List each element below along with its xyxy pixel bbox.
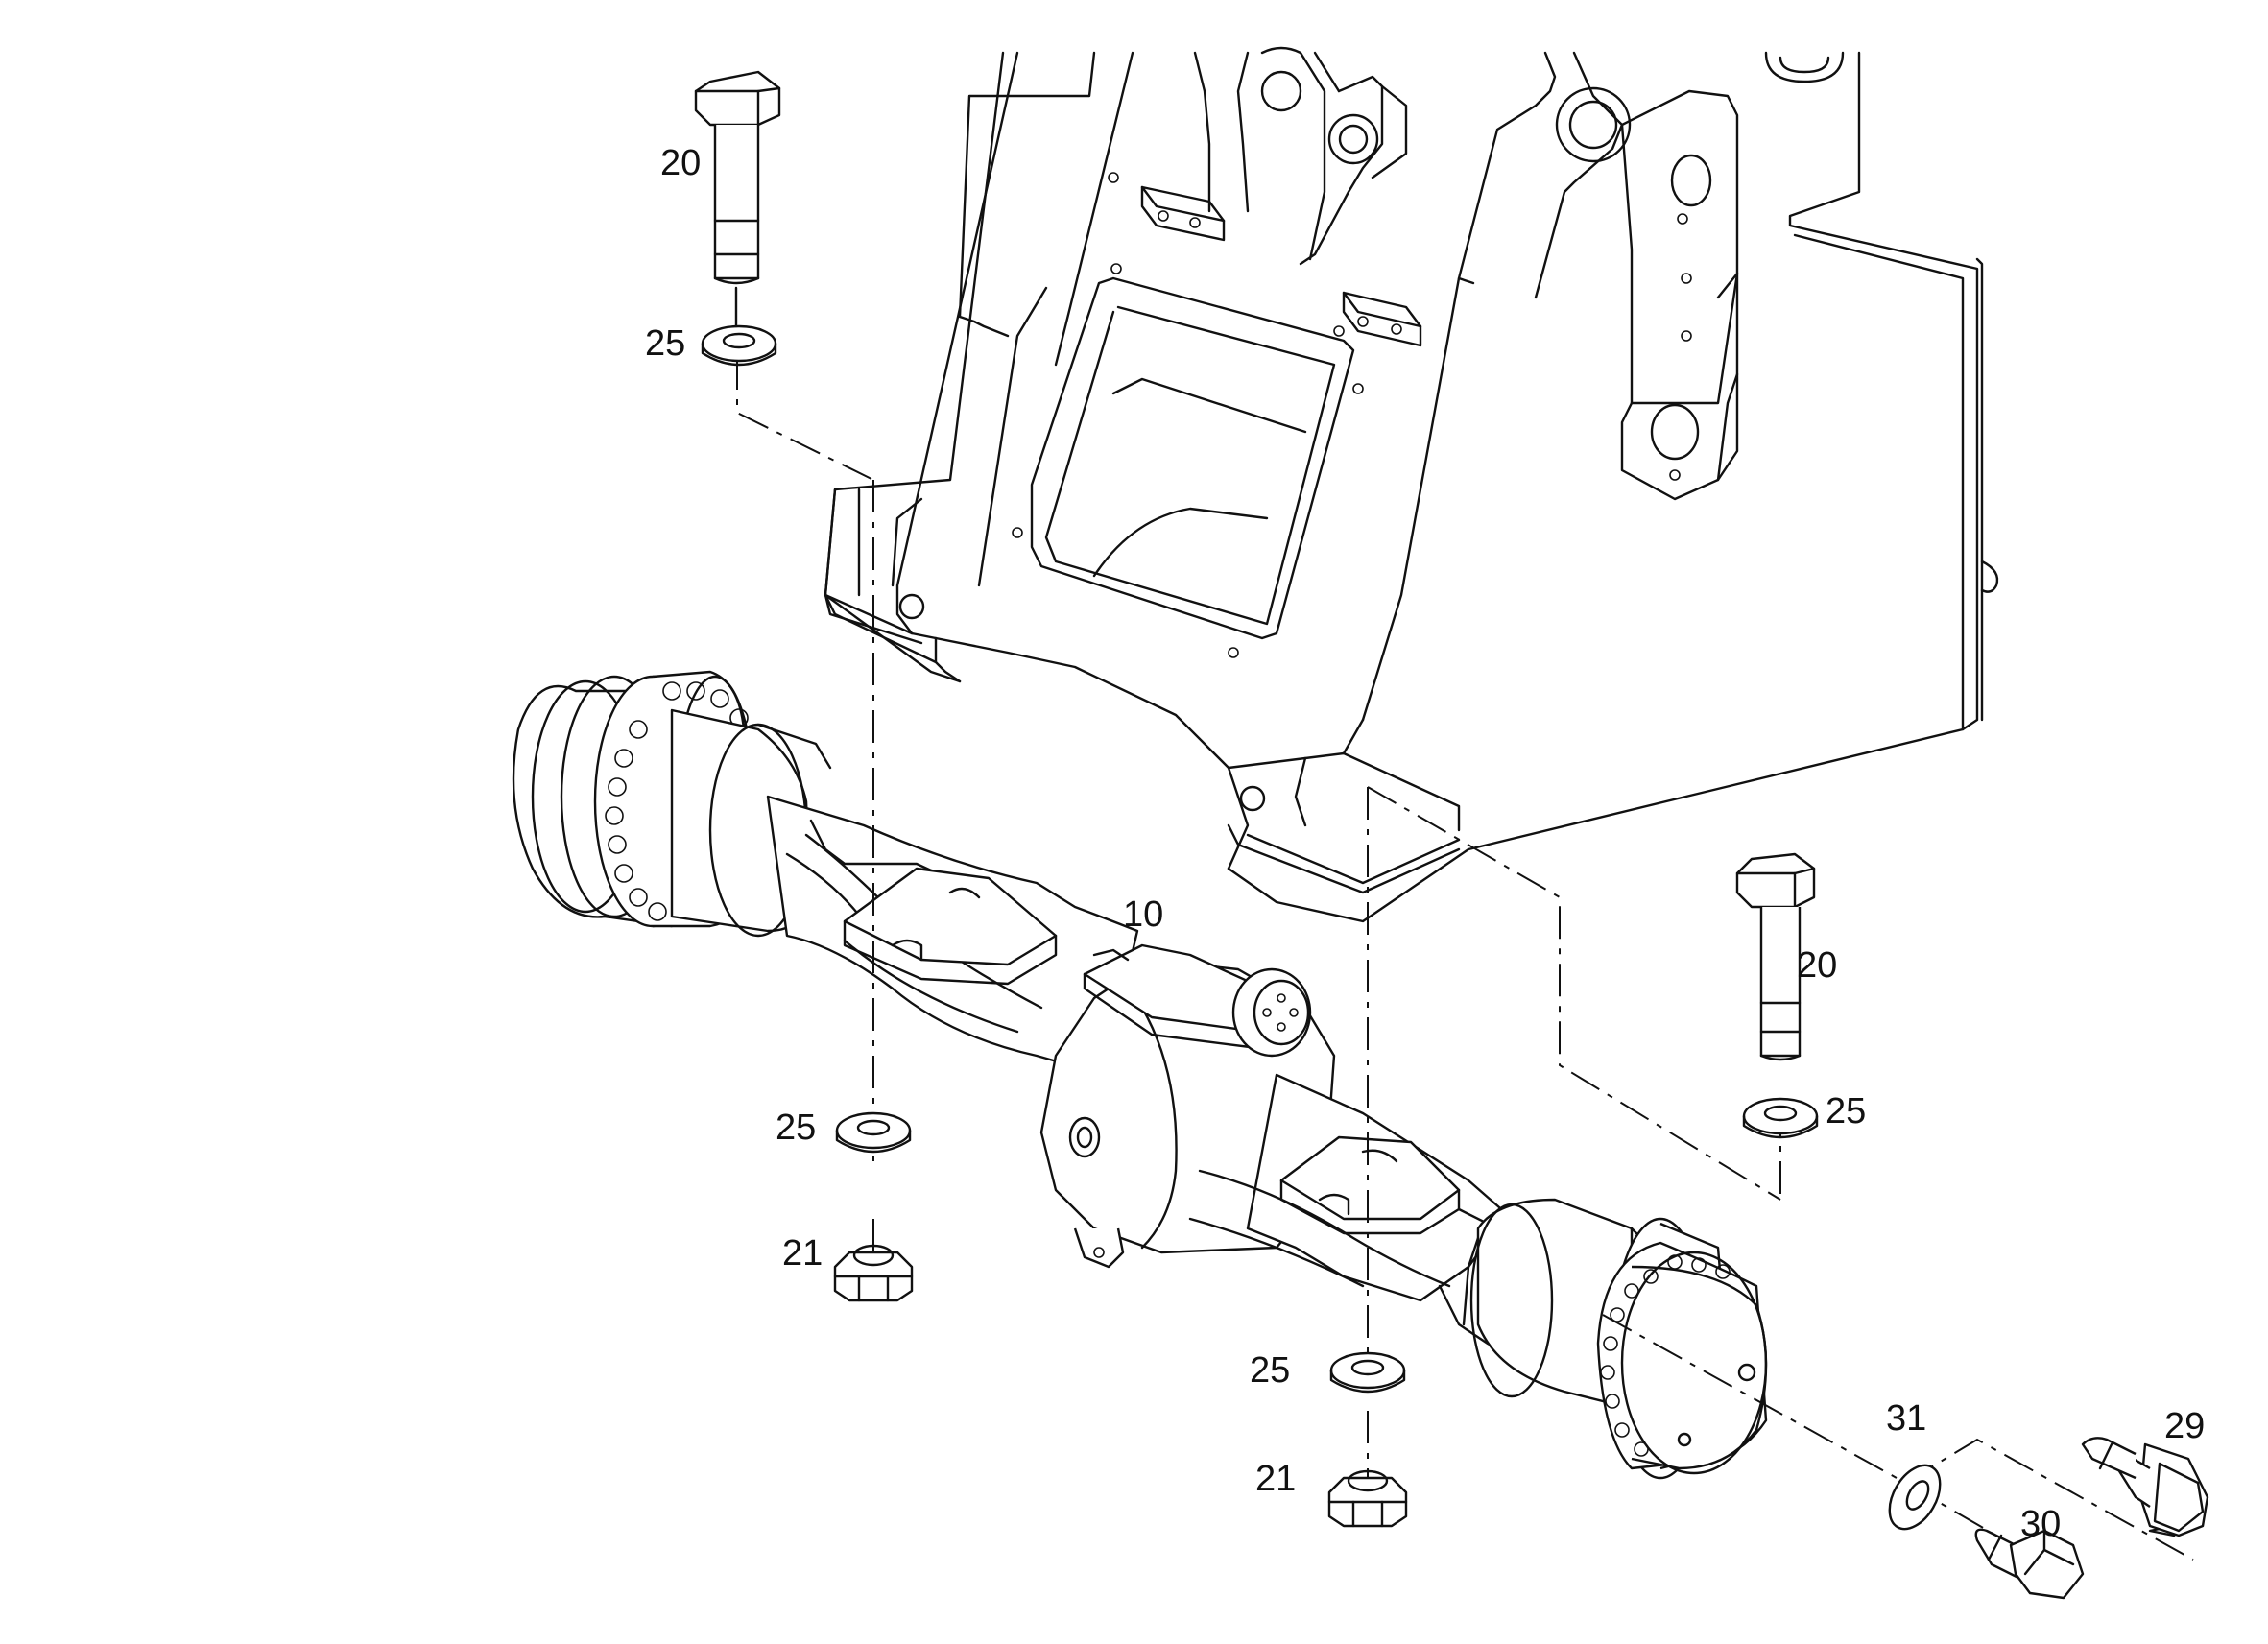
washer-25-left-lower (835, 1111, 912, 1154)
hex-bolt-20-right (1735, 852, 1816, 1061)
callout-21-right-lower: 21 (1255, 1459, 1296, 1499)
callout-31-washer: 31 (1886, 1398, 1926, 1439)
callout-21-lower-left: 21 (782, 1233, 823, 1274)
washer-25-right-lower (1329, 1351, 1406, 1394)
hex-nut-21-left (833, 1244, 914, 1302)
callout-25-right-upper: 25 (1826, 1091, 1866, 1132)
callout-29-bolt: 29 (2164, 1406, 2205, 1446)
callout-20-right: 20 (1797, 945, 1837, 986)
washer-25-left-upper (701, 286, 777, 367)
callout-30-bolt: 30 (2020, 1504, 2061, 1544)
callout-25-upper-left: 25 (645, 323, 685, 364)
flange-bolt-29 (2081, 1437, 2209, 1537)
callout-25-lower-left: 25 (776, 1108, 816, 1148)
callout-25-right-lower: 25 (1250, 1350, 1290, 1391)
callout-10-axle: 10 (1123, 894, 1163, 935)
hex-bolt-30 (1974, 1528, 2085, 1600)
chassis-frame (824, 46, 1999, 923)
axle-assembly (512, 670, 1768, 1480)
washer-31 (1888, 1464, 1942, 1531)
callout-20-upper-left: 20 (660, 143, 701, 183)
callout-labels: 20 25 10 25 21 20 25 25 21 31 29 30 (645, 143, 2205, 1544)
hex-nut-21-right (1327, 1469, 1408, 1528)
hex-bolt-20-left (694, 70, 781, 285)
washer-25-right-upper (1742, 1097, 1819, 1139)
